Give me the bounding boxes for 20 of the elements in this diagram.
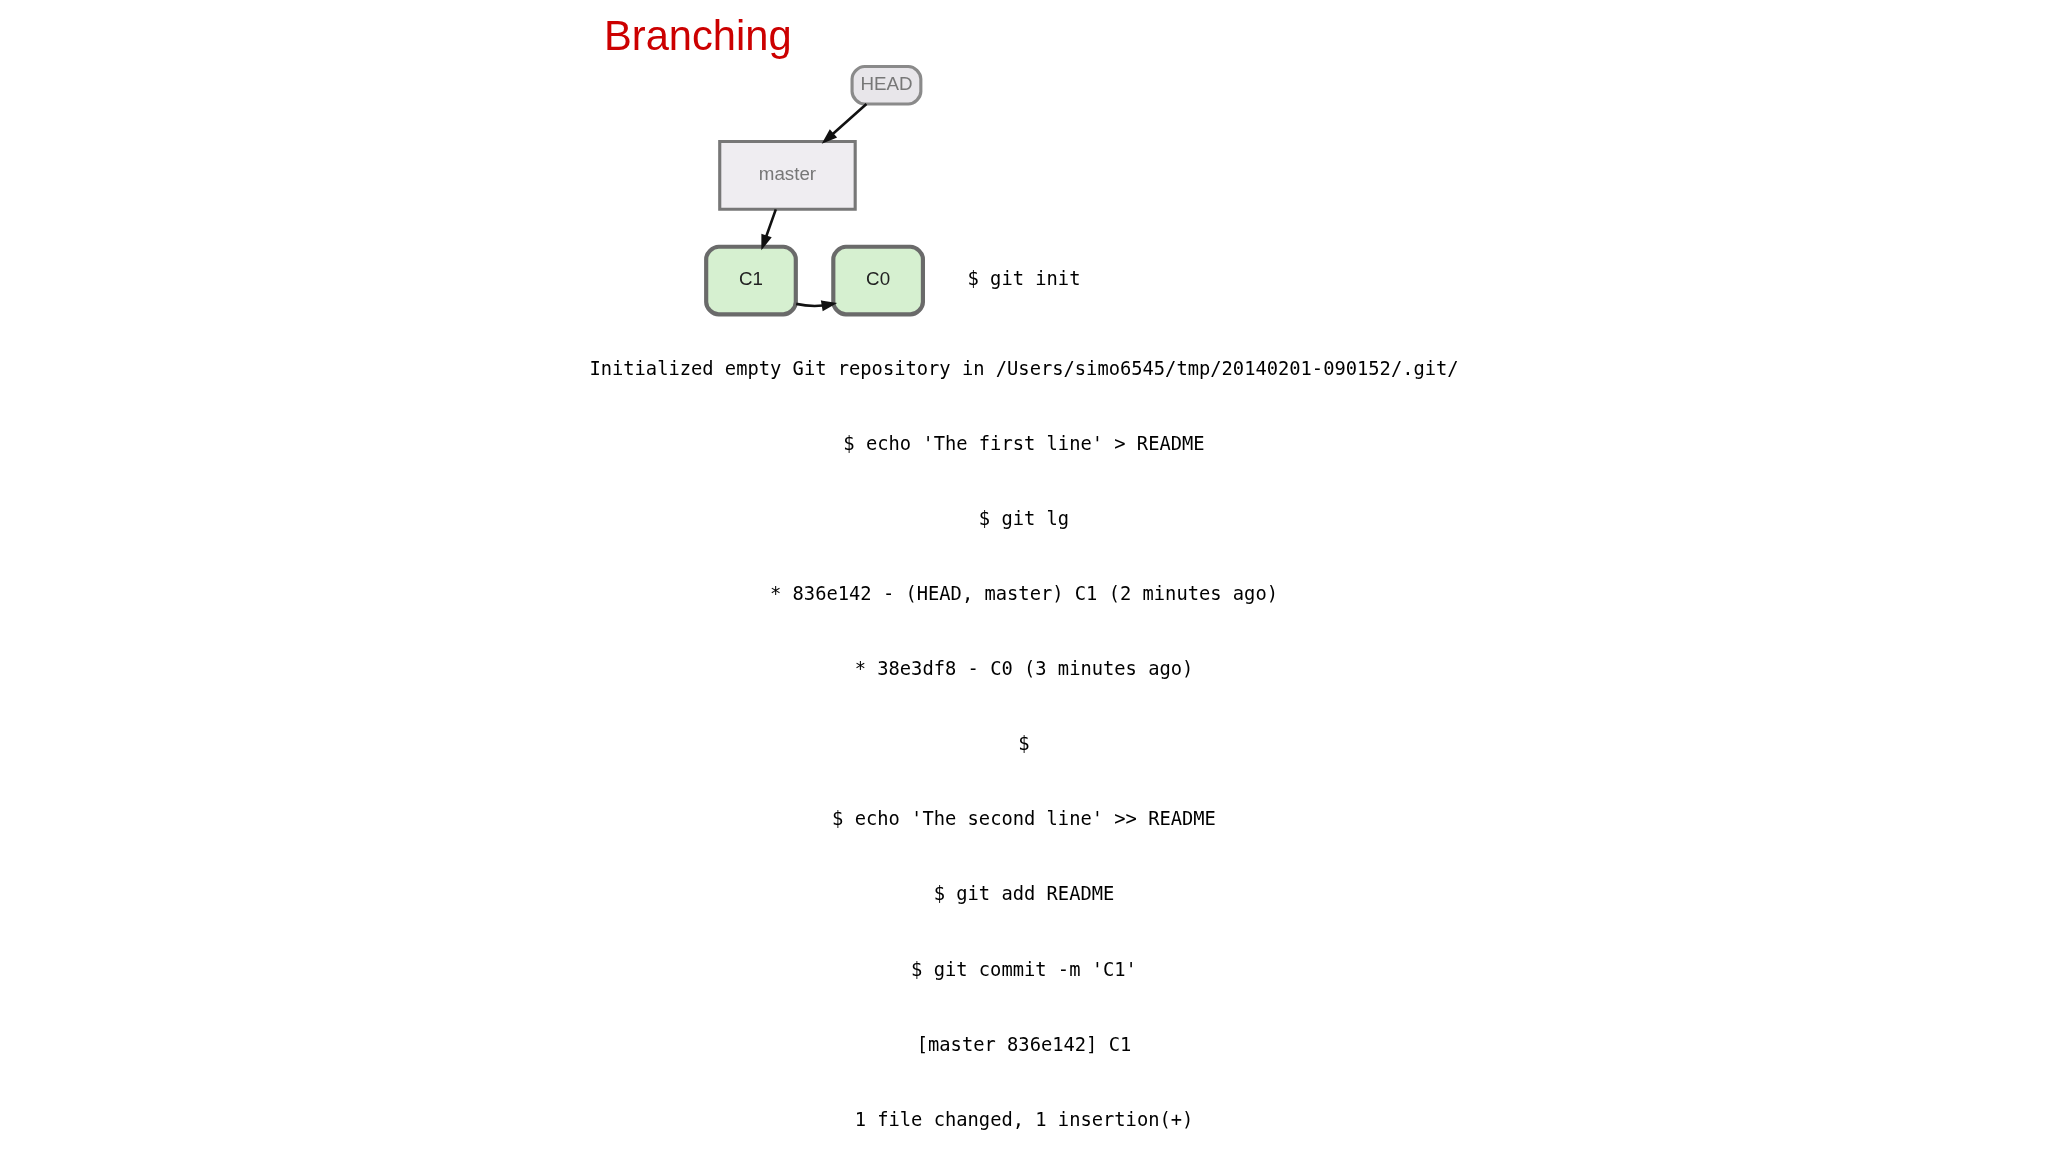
label: $ git init [967,268,1081,290]
arrow [795,300,838,312]
arrow [761,208,778,251]
node-box: C0 [831,244,925,317]
label: $ git add README [933,883,1115,905]
node-box: master [718,139,857,211]
label: $ echo 'The first line' > README [843,433,1205,455]
node-box: C1 [704,244,798,317]
label: $ [1018,733,1030,755]
label: * 836e142 - (HEAD, master) C1 (2 minutes ago) [770,583,1278,605]
arrow [821,103,868,144]
label: $ git lg [978,508,1070,530]
label: 1 file changed, 1 insertion(+) [854,1108,1194,1130]
node-box: HEAD [850,64,923,106]
label: $ git commit -m 'C1' [911,958,1137,980]
label: * 38e3df8 - C0 (3 minutes ago) [854,658,1194,680]
label: [master 836e142] C1 [916,1033,1132,1055]
label: $ echo 'The second line' >> README [832,808,1216,830]
diagram-title: Branching [604,11,792,59]
label: Initialized empty Git repository in /Users/simo6545/tmp/20140201-090152/.git/ [589,358,1459,380]
